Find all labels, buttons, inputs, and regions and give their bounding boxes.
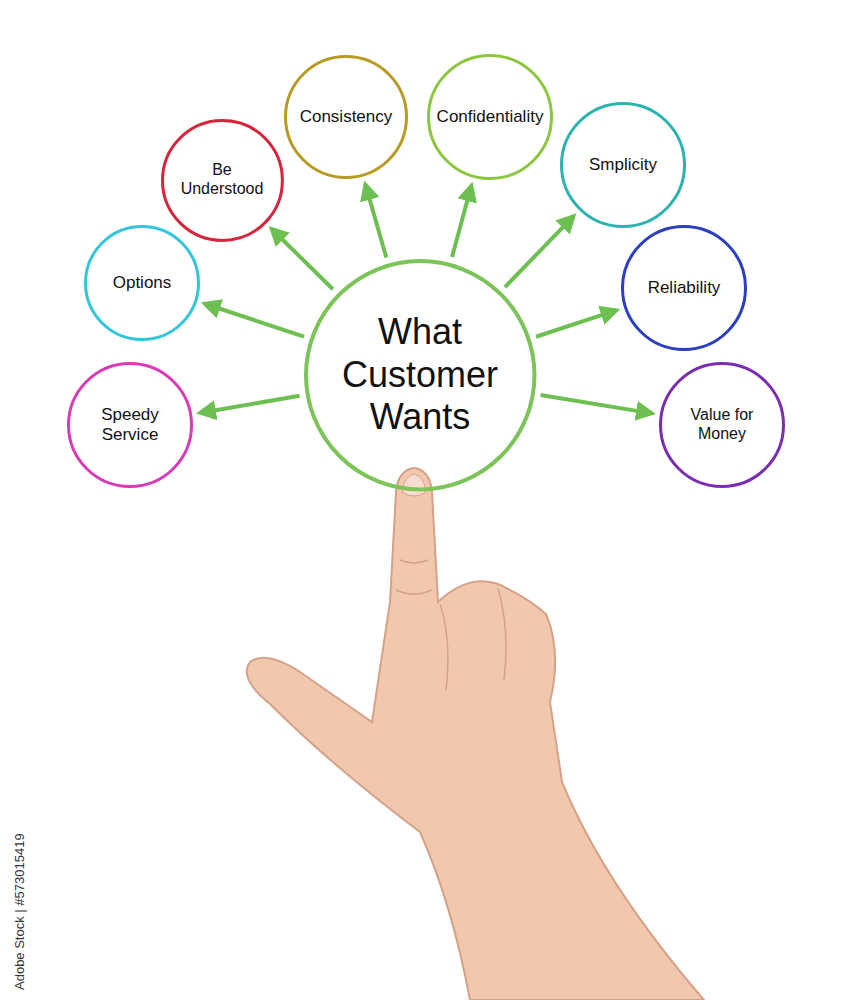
hub-title: What Customer Wants [332,311,507,438]
connector-arrow [205,304,304,337]
connector-arrow [536,310,616,337]
concept-label: Speedy Service [85,405,175,445]
concept-label: Options [113,273,172,293]
concept-label: Smplicity [589,155,657,175]
finger-crease [396,560,506,690]
concept-circle: Consistency [284,55,408,179]
watermark: Adobe Stock | #573015419 [12,833,27,990]
connector-arrow [271,229,332,290]
concept-circle: Value for Money [659,362,785,488]
hub-circle: What Customer Wants [304,259,536,491]
concept-circle: Speedy Service [67,362,193,488]
connector-arrow [200,396,300,413]
concept-label: Confidentiality [437,107,544,127]
concept-label: Reliability [648,278,721,298]
concept-label: Consistency [300,107,393,127]
hand-shape [247,468,704,1000]
concept-circle: Confidentiality [427,54,553,180]
concept-circle: Options [84,225,200,341]
concept-label: Be Understood [172,161,272,199]
concept-circle: Reliability [621,225,747,351]
connector-arrow [365,184,386,257]
fingernail [402,474,426,496]
connector-arrow [541,395,652,413]
concept-circle: Smplicity [560,102,686,228]
connector-arrow [505,216,574,287]
concept-label: Value for Money [682,406,762,444]
concept-circle: Be Understood [161,119,284,242]
connector-arrow [452,186,471,258]
